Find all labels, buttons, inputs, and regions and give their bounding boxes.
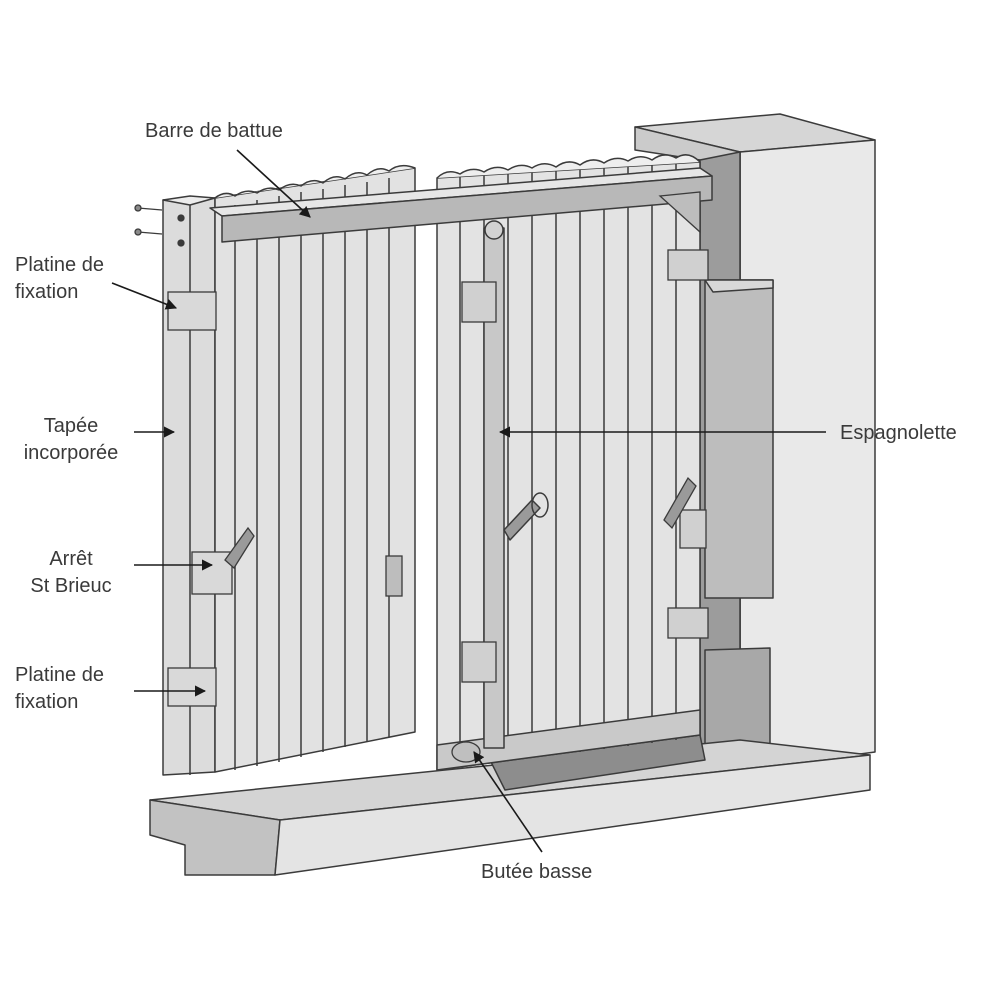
window-sill (149, 734, 871, 876)
label-arret-st-brieuc: Arrêt St Brieuc (30, 548, 112, 597)
arrow-platine-top (111, 282, 178, 310)
wall-block (634, 113, 876, 777)
hardware (134, 191, 709, 763)
label-platine-bottom: Platine de fixation (15, 664, 104, 713)
label-butee-basse: Butée basse (481, 861, 593, 883)
label-espagnolette: Espagnolette (840, 422, 957, 444)
arrow-barre-de-battue (236, 149, 311, 218)
label-tapee-incorporee: Tapée incorporée (23, 415, 119, 464)
espagnolette-rod (483, 220, 549, 749)
annotation-arrows (111, 149, 826, 853)
batten-bar (209, 167, 713, 243)
label-barre-de-battue: Barre de battue (145, 120, 283, 142)
left-leaf (162, 164, 416, 776)
arrow-butee-basse (473, 751, 543, 853)
label-platine-top: Platine de fixation (15, 254, 104, 303)
